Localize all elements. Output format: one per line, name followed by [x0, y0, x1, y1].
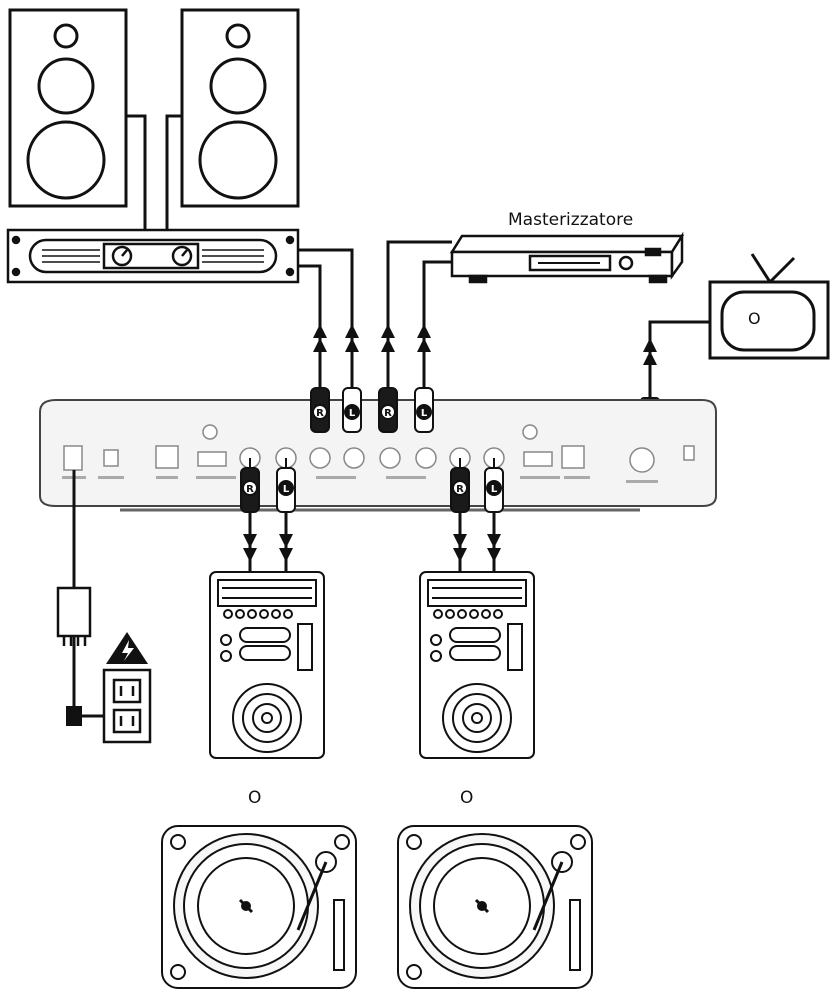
- plug-l-master: L: [349, 408, 356, 419]
- amplifier-icon: [6, 228, 300, 284]
- plug-r-input-2: R: [456, 484, 464, 495]
- tv-or-label: O: [748, 309, 761, 328]
- rca-plugs-bottom: [240, 458, 504, 513]
- or-label-left: O: [248, 788, 262, 808]
- record-out-arrows: [381, 324, 431, 352]
- plug-l-record: L: [421, 408, 428, 419]
- plug-r-master: R: [316, 408, 324, 419]
- power-adapter-icon: [56, 586, 92, 646]
- rca-plugs-top: [310, 387, 434, 433]
- or-label-right: O: [460, 788, 474, 808]
- turntable-left-icon: [161, 825, 357, 989]
- turntable-right-icon: [397, 825, 593, 989]
- speaker-cables: [126, 114, 182, 232]
- plug-r-input-1: R: [246, 484, 254, 495]
- cd-burner-label: Masterizzatore: [508, 210, 634, 230]
- cd-player-left-icon: [209, 571, 325, 759]
- plug-l-input-2: L: [491, 484, 498, 495]
- speaker-right-icon: [180, 8, 300, 208]
- high-voltage-icon: [106, 632, 148, 664]
- mixer-icon: [39, 399, 717, 512]
- video-arrows: [643, 338, 657, 365]
- cd-player-right-icon: [419, 571, 535, 759]
- plug-r-record: R: [384, 408, 392, 419]
- tv-icon: [708, 253, 830, 360]
- master-out-arrows: [313, 324, 359, 352]
- speaker-left-icon: [8, 8, 128, 208]
- input-arrows: [243, 534, 501, 562]
- video-cable: [648, 320, 710, 398]
- cd-burner-icon: [449, 231, 685, 284]
- power-cable: [72, 470, 104, 718]
- record-out-cables: [386, 240, 452, 388]
- wall-outlet-icon: [102, 668, 152, 744]
- power-plug-icon: [66, 706, 82, 726]
- master-out-cables: [298, 248, 354, 388]
- plug-l-input-1: L: [283, 484, 290, 495]
